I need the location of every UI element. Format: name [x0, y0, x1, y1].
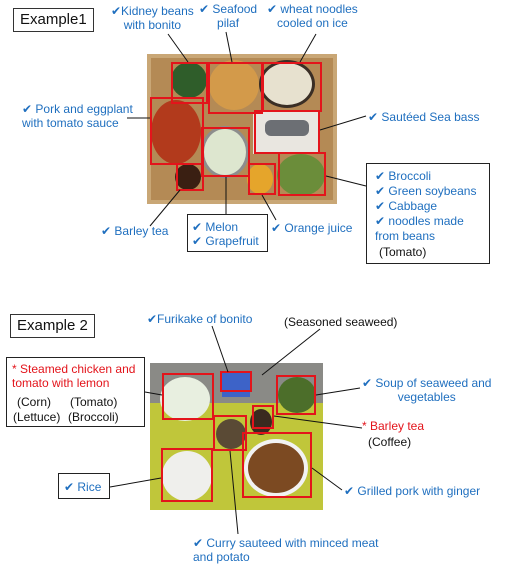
box-seafood-pilaf	[208, 62, 263, 114]
label-wheat-noodles: ✔ wheat noodles cooled on ice	[267, 2, 358, 30]
label-seafood-pilaf: ✔ Seafood pilaf	[199, 2, 258, 30]
box-steamed-chicken	[162, 373, 214, 420]
box-soup	[276, 375, 316, 415]
label-lettuce: (Lettuce)	[13, 410, 61, 424]
vegetables-box	[366, 163, 490, 264]
melon-grapefruit-box	[187, 214, 268, 252]
box-kidney-beans	[171, 62, 208, 104]
steamed-chicken-box	[6, 357, 145, 427]
label-corn: (Corn)	[17, 395, 52, 409]
label-steamed-chicken: * Steamed chicken and tomato with lemon	[12, 362, 136, 390]
label-kidney-beans: ✔Kidney beans with bonito	[111, 4, 194, 32]
label-grilled-pork: ✔ Grilled pork with ginger	[344, 484, 481, 498]
label-orange-juice: ✔ Orange juice	[271, 221, 353, 235]
box-grilled-pork	[242, 432, 312, 498]
label-curry: ✔ Curry sauteed with minced meat and pot…	[193, 536, 379, 564]
label-melon-grapefruit: ✔ Melon ✔ Grapefruit	[192, 220, 259, 248]
box-melon	[201, 127, 250, 177]
example1-title: Example1	[13, 8, 94, 32]
label-soup: ✔ Soup of seaweed and vegetables	[362, 376, 492, 404]
label-broccoli: (Broccoli)	[68, 410, 119, 424]
label-veg-list: ✔ Broccoli ✔ Green soybeans ✔ Cabbage ✔ …	[375, 169, 477, 243]
rice-box	[58, 473, 110, 499]
example1-photo	[147, 54, 337, 204]
box-pork-eggplant	[150, 97, 204, 165]
box-barley-tea-1	[176, 163, 204, 191]
label-barley-tea-1: ✔ Barley tea	[101, 224, 169, 238]
box-orange-juice	[248, 163, 276, 195]
box-barley-tea-2	[252, 405, 274, 429]
label-sea-bass: ✔ Sautéed Sea bass	[368, 110, 480, 124]
box-rice	[161, 448, 213, 502]
label-tomato: (Tomato)	[70, 395, 118, 409]
label-seasoned-seaweed: (Seasoned seaweed)	[284, 315, 398, 329]
box-vegetables	[278, 152, 326, 196]
label-veg-tomato: (Tomato)	[379, 245, 427, 259]
label-rice: ✔ Rice	[64, 480, 102, 494]
example2-title: Example 2	[10, 314, 95, 338]
box-wheat-noodles	[262, 62, 322, 112]
label-pork-eggplant: ✔ Pork and eggplant with tomato sauce	[22, 102, 133, 130]
label-barley-tea-2: * Barley tea	[362, 419, 425, 433]
box-furikake	[220, 371, 252, 392]
label-coffee: (Coffee)	[368, 435, 412, 449]
box-sea-bass	[254, 110, 320, 154]
label-furikake: ✔Furikake of bonito	[147, 312, 253, 326]
